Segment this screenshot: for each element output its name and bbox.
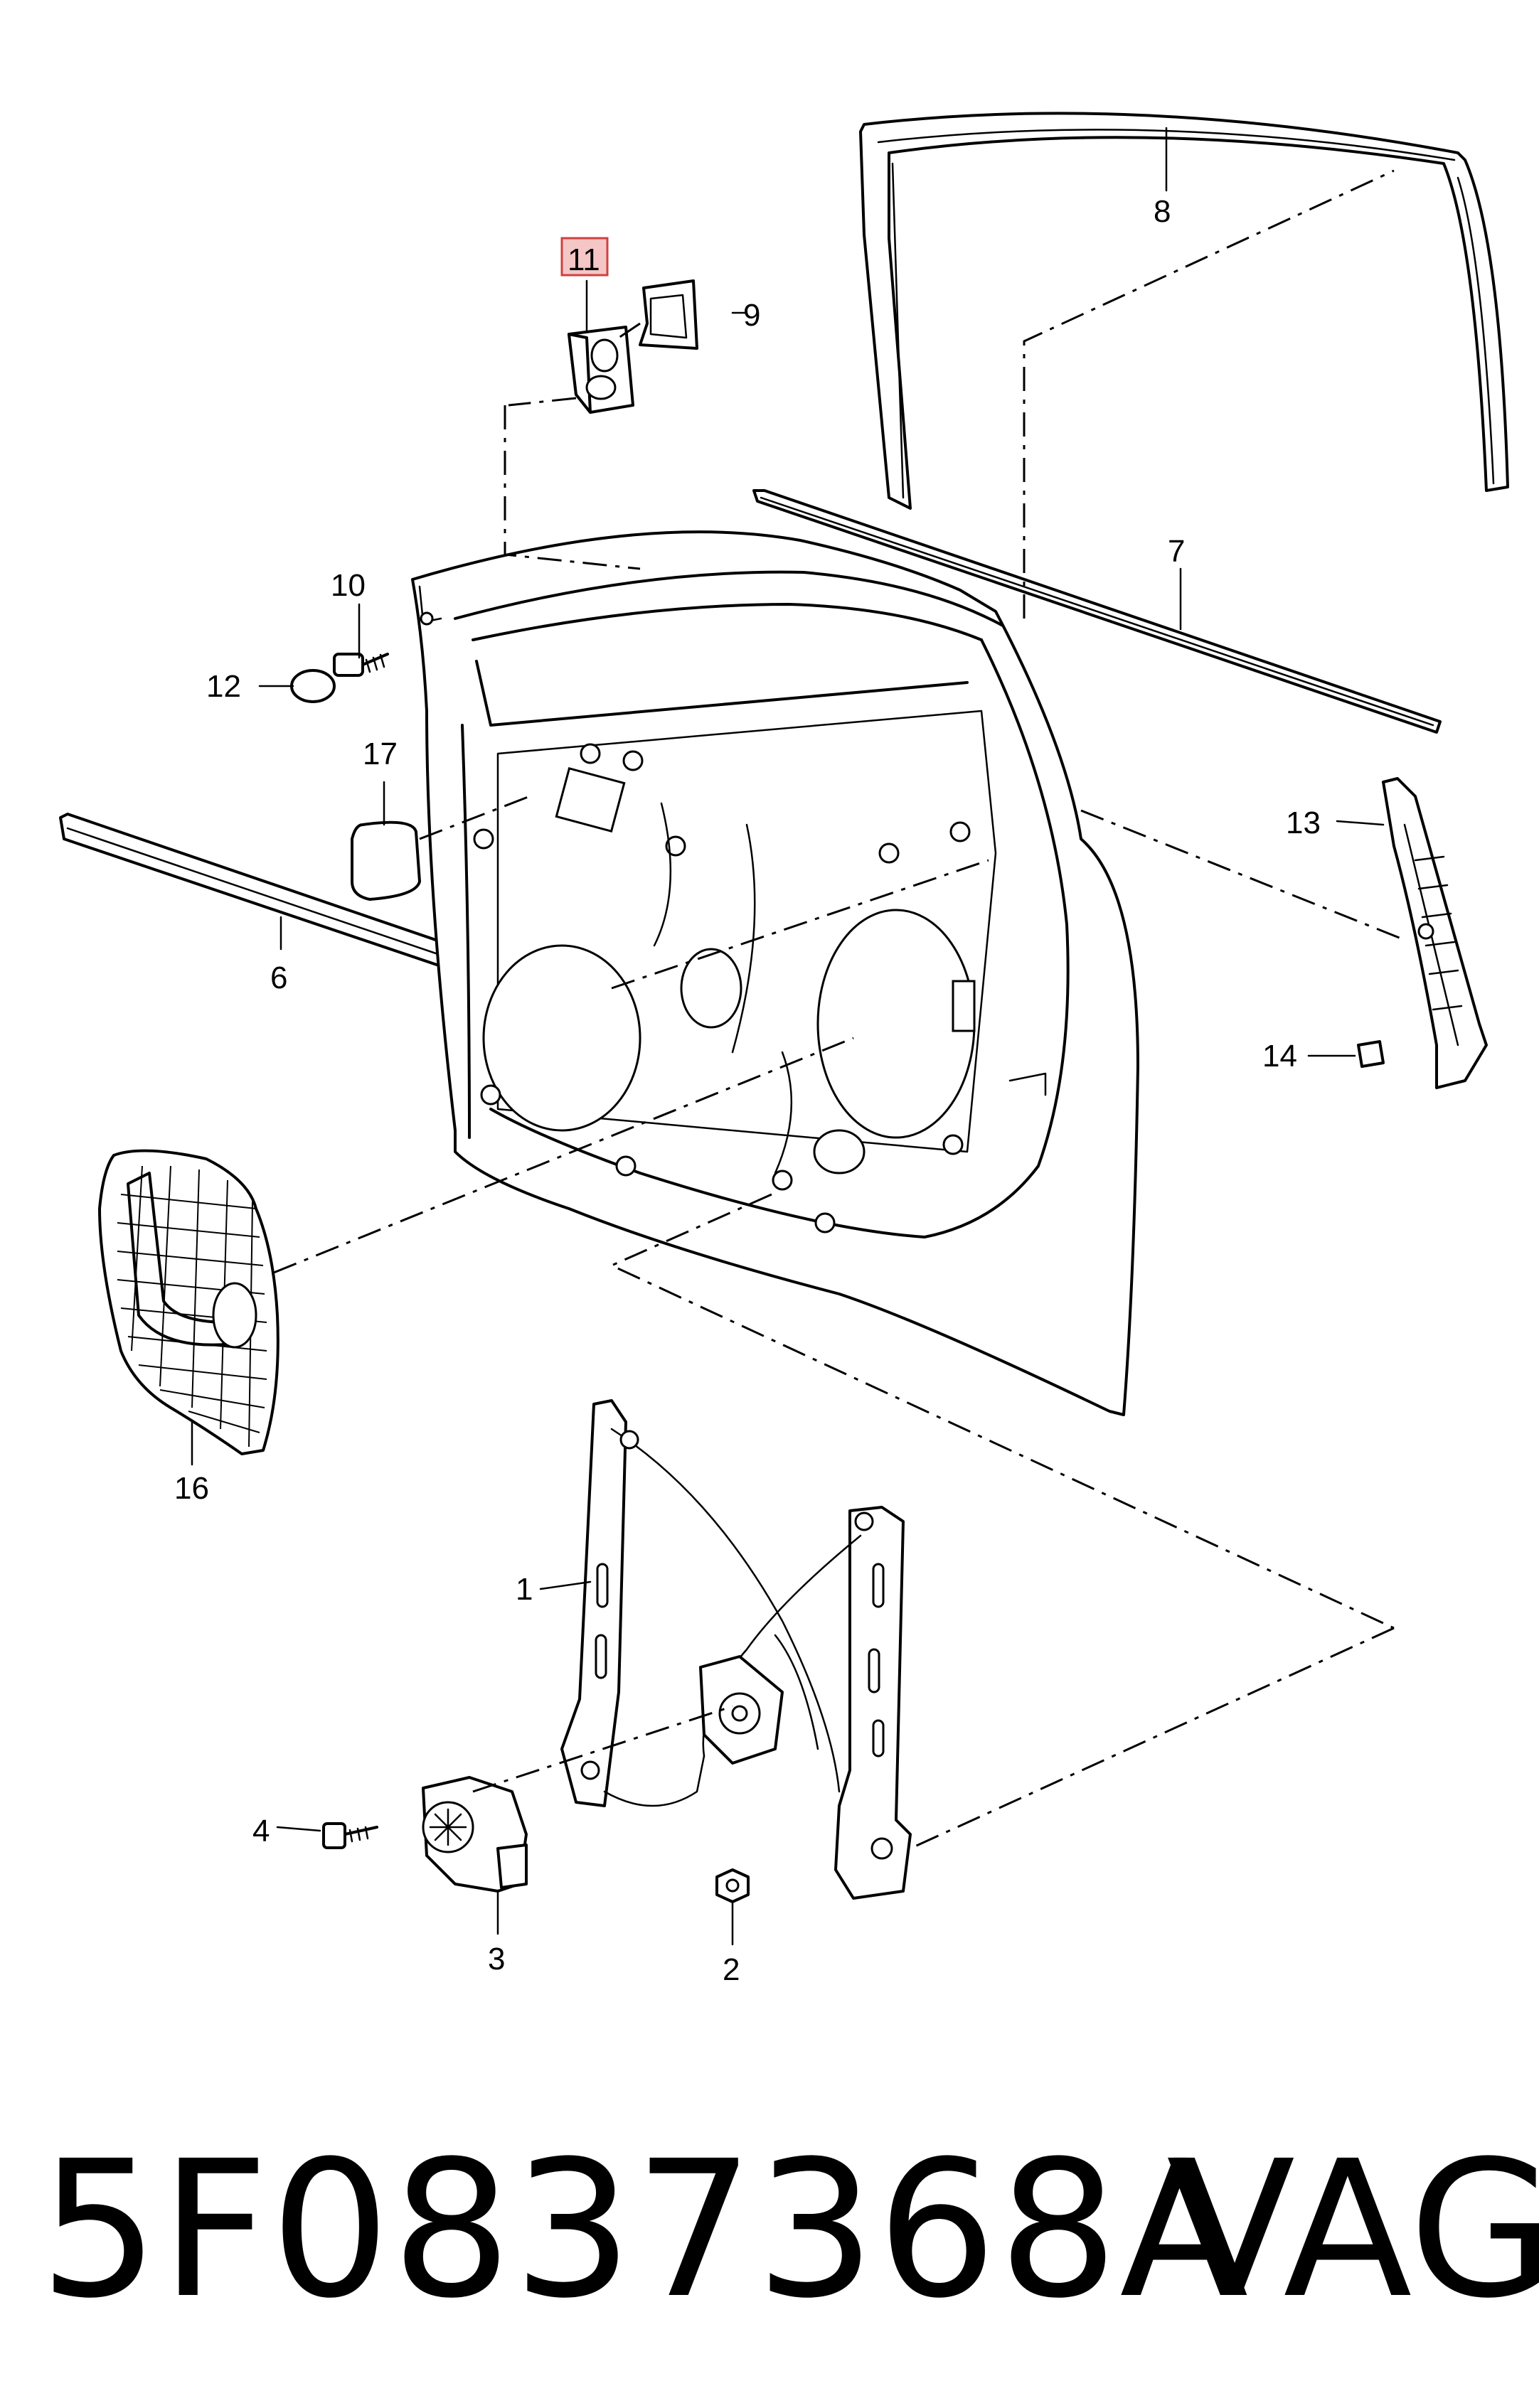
part-7-inner-strip: [752, 489, 1442, 734]
callout-3: 3: [488, 1942, 505, 1976]
part-14-clip: [1357, 1040, 1385, 1068]
part-8-window-seal: [859, 112, 1509, 510]
callout-11: 11: [568, 242, 600, 277]
callout-labels: 8 7 11 9 10 12 17 6 13 14 16 1 4 3 2: [174, 194, 1321, 1987]
part-11-mirror-bracket: [568, 326, 634, 414]
part-17-plug: [351, 820, 421, 901]
callout-17: 17: [363, 737, 398, 771]
part-1-window-regulator: [560, 1399, 912, 1900]
callout-8: 8: [1154, 194, 1171, 229]
part-12-cap: [290, 669, 336, 703]
door-shell: [411, 530, 1139, 1416]
part-10-screw: [333, 653, 389, 677]
brand-name: VAG: [1166, 2121, 1539, 2340]
callout-10: 10: [331, 568, 366, 603]
part-4-bolt: [322, 1822, 378, 1849]
callout-16: 16: [174, 1471, 209, 1506]
callout-14: 14: [1262, 1039, 1297, 1074]
callout-13: 13: [1286, 806, 1321, 840]
callout-4: 4: [252, 1814, 270, 1848]
part-3-motor: [422, 1776, 528, 1893]
exploded-parts-diagram: 8 7 11 9 10 12 17 6 13 14 16 1 4 3 2: [59, 112, 1509, 1987]
assembly-lines: [273, 169, 1402, 1850]
callout-6: 6: [270, 960, 287, 995]
part-2-nut: [715, 1868, 750, 1903]
leader-lines: [191, 127, 1385, 1946]
callout-7: 7: [1168, 534, 1185, 569]
highlight-box-part-11: [560, 237, 609, 277]
part-9-mirror-cover: [639, 279, 698, 350]
callout-12: 12: [206, 669, 241, 704]
callout-2: 2: [723, 1952, 740, 1987]
callout-1: 1: [516, 1572, 533, 1607]
callout-9: 9: [743, 298, 760, 333]
part-16-cover-sheet: [98, 1149, 279, 1455]
part-number: 5F0837368A: [39, 2121, 1250, 2340]
part-13-guide-rail: [1382, 777, 1488, 1089]
